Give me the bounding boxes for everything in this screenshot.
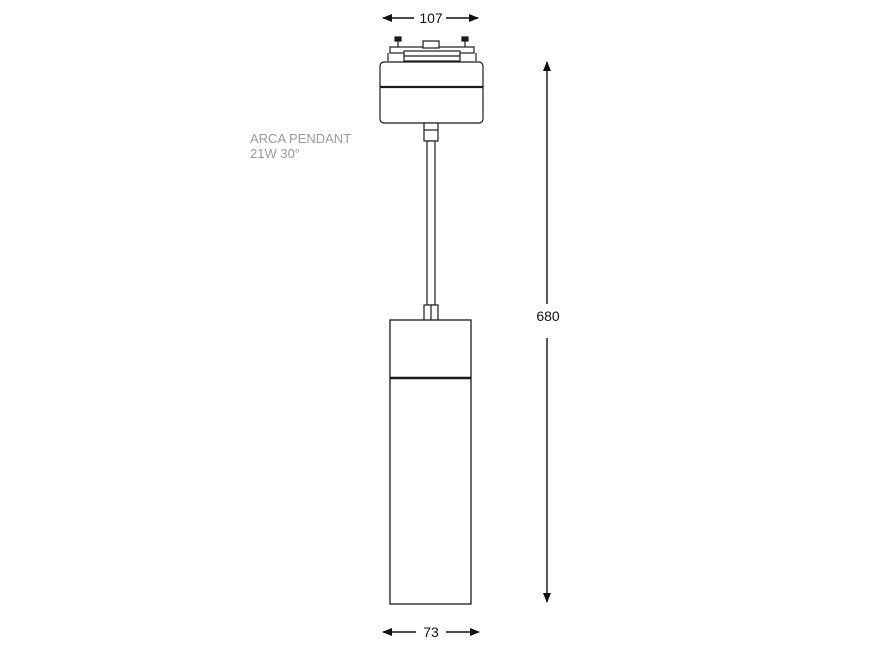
- adapter-housing: [379, 61, 484, 124]
- dimension-total-height: 680: [536, 61, 560, 603]
- dimension-adapter-width: 107: [382, 10, 479, 26]
- dimension-label-adapter-width: 107: [419, 10, 443, 26]
- pendant-housing: [389, 319, 472, 605]
- rod-top-fitting: [423, 122, 439, 142]
- adapter-screw-left: [394, 36, 402, 47]
- dimension-label-total-height: 680: [536, 308, 560, 324]
- product-caption: ARCA PENDANT 21W 30°: [250, 131, 351, 161]
- product-spec: 21W 30°: [250, 146, 301, 161]
- adapter-screw-right: [461, 36, 469, 47]
- rod: [426, 140, 436, 306]
- suspension-rod: [423, 122, 439, 322]
- dimension-body-width: 73: [382, 624, 480, 640]
- product-name: ARCA PENDANT: [250, 131, 352, 146]
- pendant-body: [389, 319, 472, 605]
- dimension-label-body-width: 73: [423, 624, 439, 640]
- track-adapter: [379, 36, 484, 124]
- adapter-center-tab: [422, 40, 440, 49]
